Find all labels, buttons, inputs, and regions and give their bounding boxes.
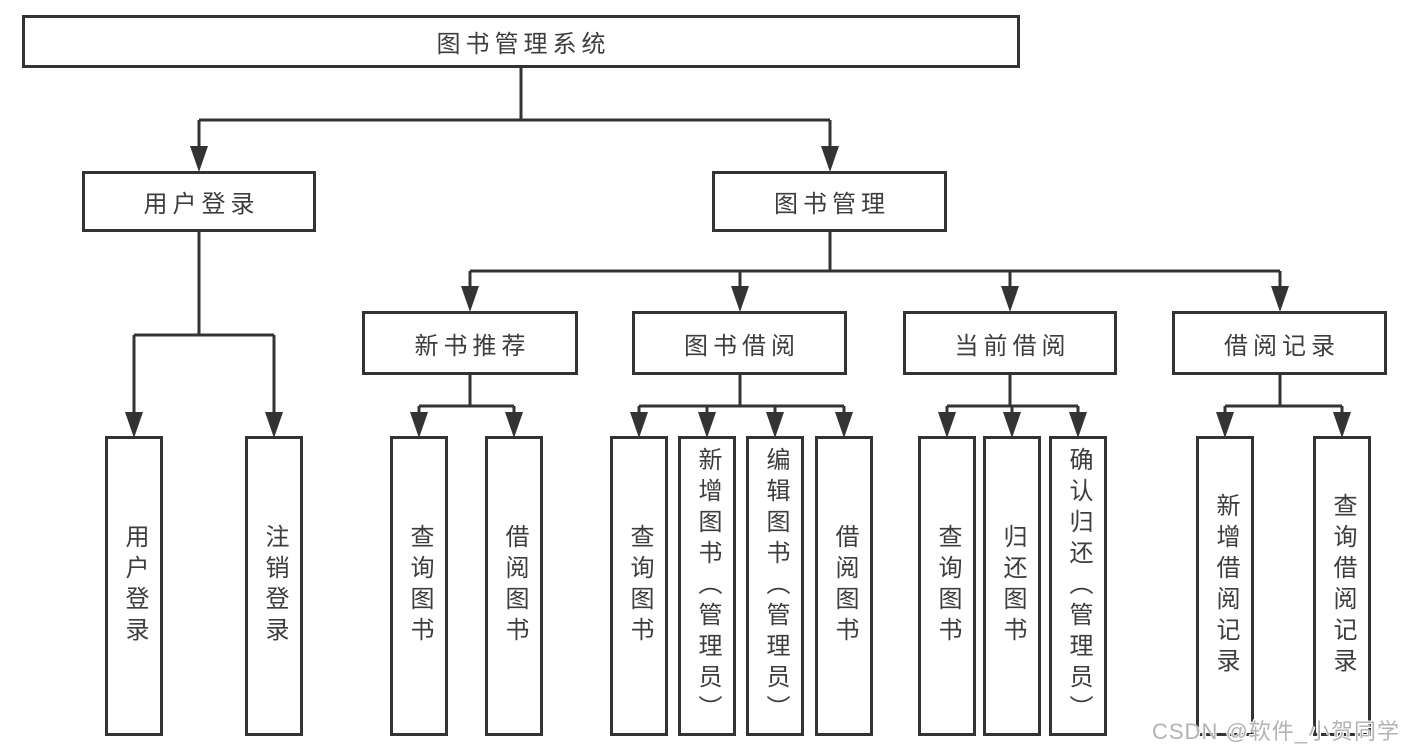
connector-user-login-to-leaves — [125, 232, 283, 438]
connector-root-to-level2 — [190, 68, 839, 172]
leaf-logout: 注销登录 — [245, 436, 303, 736]
node-new-book-recommend: 新书推荐 — [362, 311, 578, 375]
node-book-borrow: 图书借阅 — [632, 311, 847, 375]
node-user-login: 用户登录 — [82, 171, 316, 232]
connector-book-borrow-to-leaves — [630, 375, 853, 438]
leaf-bb-edit-book-label: 编辑图书（管理员） — [762, 446, 789, 726]
leaf-cb-query-book: 查询图书 — [918, 436, 976, 736]
leaf-user-login: 用户登录 — [105, 436, 163, 736]
csdn-watermark: CSDN @软件_小贺同学 — [1152, 719, 1401, 744]
leaf-cb-return-book: 归还图书 — [983, 436, 1041, 736]
leaf-cb-query-book-label: 查询图书 — [934, 524, 961, 648]
node-root-label: 图书管理系统 — [436, 31, 611, 58]
leaf-logout-label: 注销登录 — [261, 524, 288, 648]
leaf-nbr-borrow-book-label: 借阅图书 — [501, 524, 528, 648]
node-borrow-record: 借阅记录 — [1172, 311, 1387, 375]
connector-new-book-recommend-to-leaves — [410, 375, 523, 438]
leaf-bb-borrow-book-label: 借阅图书 — [831, 524, 858, 648]
node-user-login-label: 用户登录 — [143, 191, 260, 218]
leaf-bb-query-book-label: 查询图书 — [626, 524, 653, 648]
node-book-borrow-label: 图书借阅 — [684, 332, 800, 360]
node-book-management-label: 图书管理 — [774, 191, 890, 218]
node-new-book-recommend-label: 新书推荐 — [414, 332, 531, 360]
node-current-borrow: 当前借阅 — [903, 311, 1117, 375]
leaf-br-query-record-label: 查询借阅记录 — [1329, 493, 1356, 679]
leaf-bb-query-book: 查询图书 — [610, 436, 668, 736]
node-root: 图书管理系统 — [22, 15, 1020, 68]
leaf-cb-return-book-label: 归还图书 — [999, 524, 1026, 648]
leaf-nbr-query-book-label: 查询图书 — [406, 524, 433, 648]
node-borrow-record-label: 借阅记录 — [1224, 332, 1340, 360]
connector-book-management-to-level3 — [461, 232, 1289, 312]
leaf-cb-confirm-return-label: 确认归还（管理员） — [1065, 446, 1092, 726]
leaf-bb-edit-book: 编辑图书（管理员） — [746, 436, 804, 736]
leaf-bb-add-book: 新增图书（管理员） — [678, 436, 736, 736]
leaf-br-add-record-label: 新增借阅记录 — [1212, 493, 1239, 679]
connector-current-borrow-to-leaves — [938, 375, 1087, 438]
leaf-bb-add-book-label: 新增图书（管理员） — [694, 446, 721, 726]
leaf-br-query-record: 查询借阅记录 — [1313, 436, 1371, 736]
node-current-borrow-label: 当前借阅 — [954, 332, 1071, 360]
leaf-user-login-label: 用户登录 — [121, 524, 148, 648]
leaf-cb-confirm-return: 确认归还（管理员） — [1049, 436, 1107, 736]
connector-borrow-record-to-leaves — [1216, 375, 1351, 438]
leaf-nbr-borrow-book: 借阅图书 — [485, 436, 543, 736]
leaf-nbr-query-book: 查询图书 — [390, 436, 448, 736]
leaf-bb-borrow-book: 借阅图书 — [815, 436, 873, 736]
node-book-management: 图书管理 — [712, 171, 947, 232]
leaf-br-add-record: 新增借阅记录 — [1196, 436, 1254, 736]
